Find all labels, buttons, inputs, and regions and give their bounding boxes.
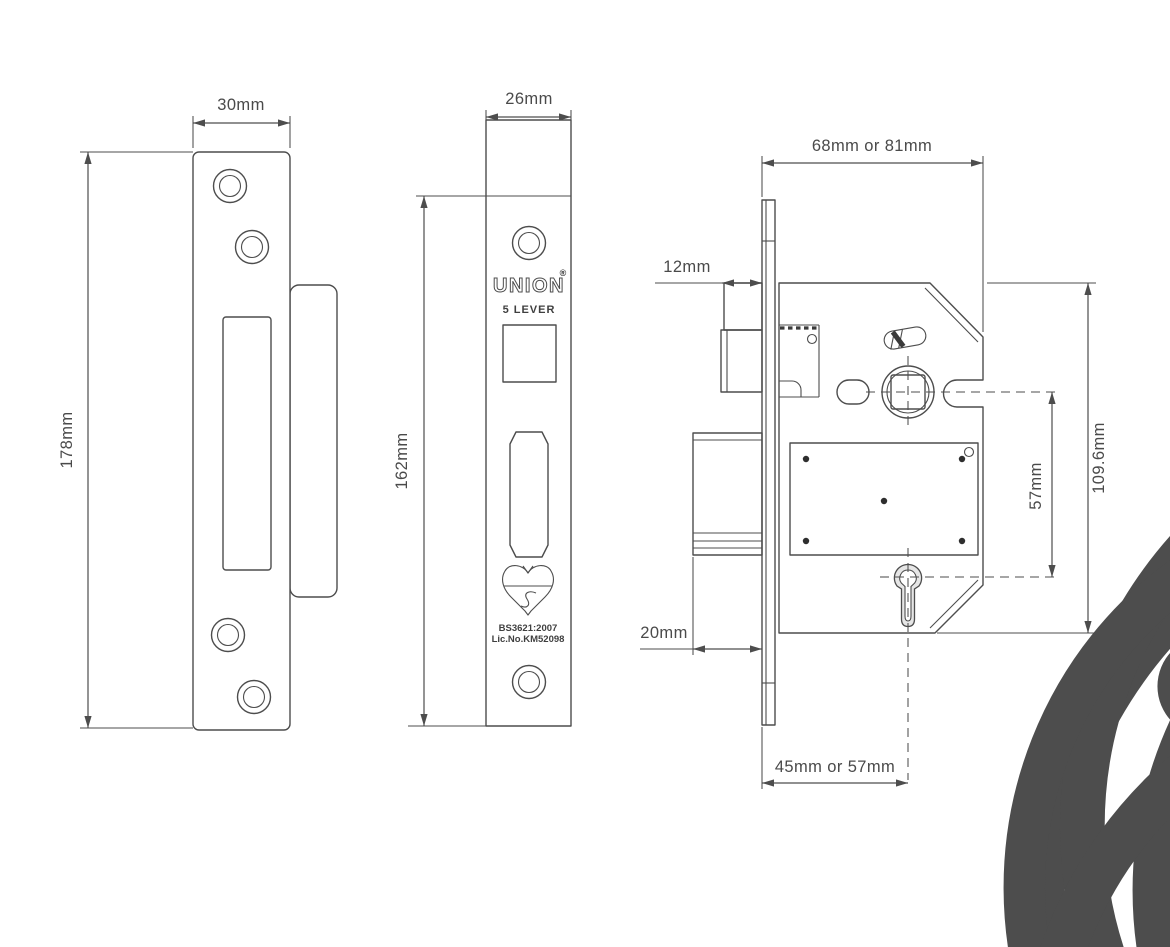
deadbolt-cutout — [509, 431, 549, 558]
dim-label-backset: 45mm or 57mm — [775, 758, 895, 776]
dim-strike-width: 30mm — [192, 96, 291, 148]
lever-cover-plate — [789, 442, 979, 556]
dim-case-height: 109.6mm — [937, 282, 1108, 634]
screw-hole — [236, 679, 272, 715]
screw-hole — [511, 664, 547, 700]
dim-label-latch-projection: 12mm — [663, 258, 710, 276]
latch-spring-housing — [779, 324, 820, 398]
dim-deadbolt-projection: 20mm — [640, 557, 762, 655]
union-logo: UNION — [493, 275, 565, 297]
rivet-dot — [880, 497, 888, 505]
rivet-dot — [802, 537, 810, 545]
rivet-dot — [958, 537, 966, 545]
dim-label-spindle-to-keyhole: 57mm — [1027, 462, 1045, 509]
screw-hole — [210, 617, 246, 653]
dim-label-deadbolt-projection: 20mm — [640, 624, 687, 642]
forend-front-view: UNION ® 5 LEVER BS3621:2007 Lic.No.KM520… — [393, 90, 572, 727]
keyhole-icon — [880, 548, 1058, 780]
dim-label-strike-height: 178mm — [58, 411, 76, 468]
registered-mark-icon: ® — [560, 268, 567, 278]
forend-plate — [485, 119, 572, 727]
chamfer-inner-line — [929, 579, 979, 629]
forend-side-strip — [761, 199, 776, 726]
dim-backset: 45mm or 57mm — [761, 727, 908, 789]
strike-dust-box — [289, 284, 338, 598]
oval-hole — [836, 379, 870, 405]
strike-bolt-slot — [222, 316, 272, 571]
lock-case-side-view: 68mm or 81mm 12mm 20mm 45mm or 57mm 57mm — [640, 137, 1170, 947]
dim-label-case-depth: 68mm or 81mm — [812, 137, 932, 155]
chamfer-inner-line — [924, 287, 979, 343]
dim-strike-height: 178mm — [58, 151, 193, 729]
spindle-follower — [866, 356, 1058, 430]
screw-hole — [212, 168, 248, 204]
spindle-square-cutout — [502, 324, 557, 383]
lock-case-outline — [778, 282, 984, 634]
screw-hole — [511, 225, 547, 261]
dim-forend-height: 162mm — [393, 195, 486, 727]
dim-label-strike-width: 30mm — [217, 96, 264, 114]
strike-plate — [192, 151, 291, 731]
cert-licence-label: Lic.No.KM52098 — [492, 634, 565, 645]
dim-label-forend-width: 26mm — [505, 90, 552, 108]
dim-label-case-height: 109.6mm — [1090, 422, 1108, 494]
lever-count-label: 5 LEVER — [503, 304, 556, 316]
dim-forend-width: 26mm — [485, 90, 572, 121]
dim-label-forend-height: 162mm — [393, 432, 411, 489]
dim-case-depth: 68mm or 81mm — [761, 137, 984, 332]
dim-latch-projection: 12mm — [655, 258, 762, 287]
latch-bolt — [720, 282, 763, 393]
spring-clip — [883, 326, 927, 350]
strike-plate-view: 30mm 178mm — [58, 96, 338, 731]
rivet-dot — [958, 455, 966, 463]
pivot-hole — [963, 446, 975, 458]
dim-spindle-to-keyhole: 57mm — [1027, 392, 1056, 577]
screw-hole — [234, 229, 270, 265]
deadbolt — [692, 432, 763, 556]
rivet-dot — [802, 455, 810, 463]
bsi-kitemark-icon — [502, 565, 554, 616]
cert-standard-label: BS3621:2007 — [499, 623, 558, 634]
